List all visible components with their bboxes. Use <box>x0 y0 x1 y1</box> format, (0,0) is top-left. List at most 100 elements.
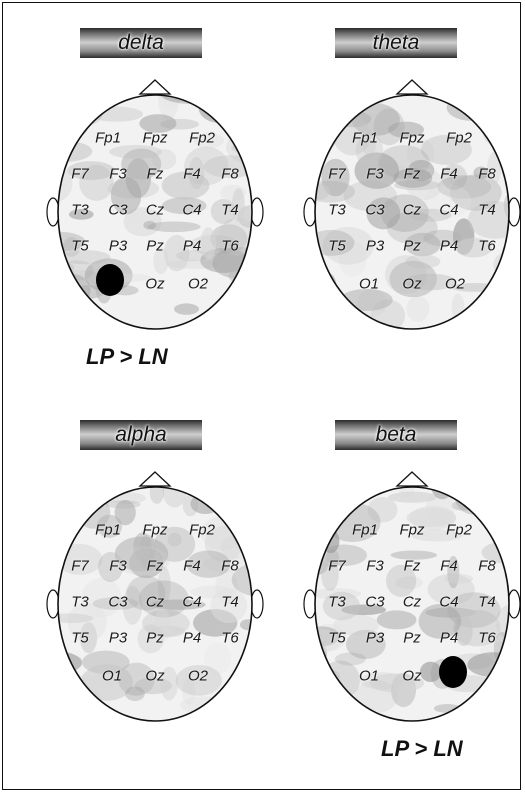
texture-blob <box>315 490 340 522</box>
electrode-f4: F4 <box>183 166 201 183</box>
electrode-p3: P3 <box>109 630 127 647</box>
electrode-t4: T4 <box>221 594 239 611</box>
electrode-f3: F3 <box>366 166 384 183</box>
electrode-t6: T6 <box>221 238 239 255</box>
comparison-caption: LP > LN <box>381 736 463 762</box>
texture-blob <box>336 469 365 504</box>
electrode-f3: F3 <box>109 558 127 575</box>
texture-blob <box>331 324 363 333</box>
scalp-map: Fp1FpzFp2F7F3FzF4F8T3C3CzC4T4T5P3PzP4T6O… <box>297 72 525 342</box>
electrode-fp2: Fp2 <box>189 130 215 147</box>
electrode-cz: Cz <box>403 202 421 219</box>
electrode-p4: P4 <box>440 238 458 255</box>
electrode-p3: P3 <box>109 238 127 255</box>
band-header: beta <box>335 420 457 450</box>
electrode-fp2: Fp2 <box>446 130 472 147</box>
texture-blob <box>304 688 340 700</box>
electrode-f7: F7 <box>71 166 89 183</box>
nose-marker <box>140 472 170 486</box>
texture-blob <box>317 92 343 112</box>
texture-blob <box>496 502 510 533</box>
electrode-t4: T4 <box>221 202 239 219</box>
texture-blob <box>377 610 417 629</box>
texture-blob <box>307 290 326 303</box>
texture-blob <box>406 296 429 322</box>
electrode-c4: C4 <box>182 202 201 219</box>
texture-blob <box>299 508 347 526</box>
electrode-f8: F8 <box>478 166 496 183</box>
band-label: beta <box>335 423 457 447</box>
electrode-oz: Oz <box>402 668 421 685</box>
electrode-t6: T6 <box>478 630 496 647</box>
texture-blob <box>496 301 514 338</box>
electrode-c3: C3 <box>365 594 384 611</box>
significance-marker <box>439 656 467 688</box>
electrode-f4: F4 <box>183 558 201 575</box>
texture-blob <box>472 479 512 507</box>
texture-blob <box>313 272 336 297</box>
electrode-t3: T3 <box>71 202 89 219</box>
electrode-c4: C4 <box>439 594 458 611</box>
electrode-f8: F8 <box>221 558 239 575</box>
electrode-oz: Oz <box>402 276 421 293</box>
electrode-fpz: Fpz <box>399 130 424 147</box>
electrode-t5: T5 <box>71 630 89 647</box>
panel-alpha: alpha Fp1FpzFp2F7F3FzF4F8T3C3CzC4T4T5P3P… <box>40 420 270 760</box>
texture-blob <box>486 480 525 512</box>
texture-blob <box>499 126 513 135</box>
electrode-fp1: Fp1 <box>95 522 121 539</box>
electrode-t5: T5 <box>328 630 346 647</box>
scalp-map: Fp1FpzFp2F7F3FzF4F8T3C3CzC4T4T5P3PzP4T6O… <box>40 464 270 734</box>
texture-blob <box>297 103 339 135</box>
electrode-fz: Fz <box>404 558 421 575</box>
texture-blob <box>220 478 253 507</box>
electrode-pz: Pz <box>403 238 421 255</box>
texture-blob <box>234 99 271 132</box>
electrode-fpz: Fpz <box>142 522 167 539</box>
panel-delta: delta Fp1FpzFp2F7F3FzF4F8T3C3CzC4T4T5P3P… <box>40 28 270 368</box>
electrode-f3: F3 <box>366 558 384 575</box>
significance-marker <box>96 264 124 296</box>
electrode-t4: T4 <box>478 594 496 611</box>
texture-blob <box>240 619 257 630</box>
texture-blob <box>353 84 384 114</box>
texture-blob <box>305 134 331 146</box>
electrode-oz: Oz <box>145 276 164 293</box>
electrode-p3: P3 <box>366 630 384 647</box>
electrode-o2: O2 <box>188 668 208 685</box>
nose-marker <box>140 80 170 94</box>
texture-blob <box>431 470 454 499</box>
texture-blob <box>143 221 156 230</box>
texture-blob <box>40 474 86 495</box>
texture-blob <box>219 91 234 112</box>
band-header: delta <box>80 28 202 58</box>
texture-blob <box>40 626 61 640</box>
texture-blob <box>311 471 340 507</box>
electrode-fpz: Fpz <box>399 522 424 539</box>
electrode-fp1: Fp1 <box>352 522 378 539</box>
texture-blob <box>498 104 523 116</box>
electrode-fp2: Fp2 <box>446 522 472 539</box>
electrode-f4: F4 <box>440 558 458 575</box>
texture-blob <box>297 97 340 106</box>
electrode-f8: F8 <box>478 558 496 575</box>
texture-blob <box>452 294 465 321</box>
electrode-o1: O1 <box>359 668 379 685</box>
electrode-cz: Cz <box>146 594 164 611</box>
electrode-f4: F4 <box>440 166 458 183</box>
electrode-f7: F7 <box>71 558 89 575</box>
texture-blob <box>221 535 256 559</box>
nose-marker <box>397 80 427 94</box>
texture-blob <box>420 662 442 682</box>
band-header: alpha <box>80 420 202 450</box>
texture-blob <box>461 700 500 728</box>
texture-blob <box>40 552 65 573</box>
texture-blob <box>51 314 71 330</box>
scalp-map: Fp1FpzFp2F7F3FzF4F8T3C3CzC4T4T5P3PzP4T6O… <box>40 72 270 342</box>
electrode-t6: T6 <box>221 630 239 647</box>
electrode-c3: C3 <box>108 202 127 219</box>
electrode-t5: T5 <box>71 238 89 255</box>
electrode-p3: P3 <box>366 238 384 255</box>
